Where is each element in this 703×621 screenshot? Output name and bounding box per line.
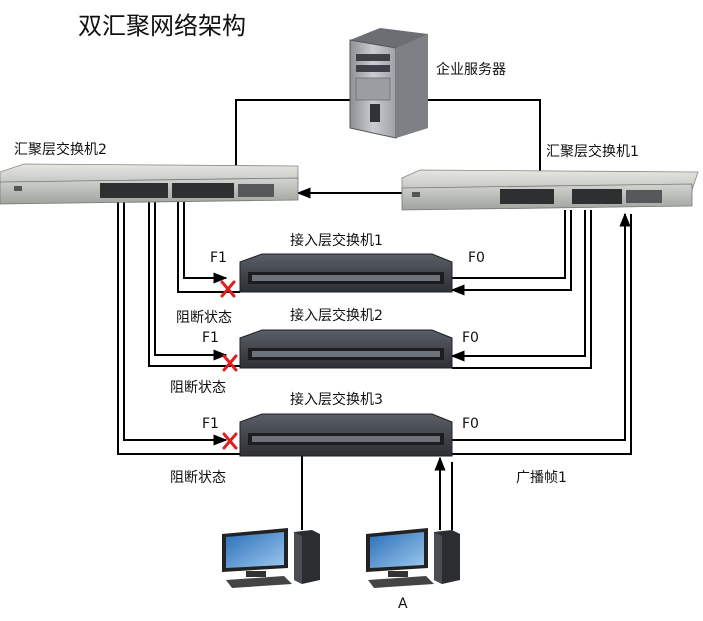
port-f0-row1: F0 bbox=[468, 250, 485, 266]
port-f1-row2: F1 bbox=[202, 330, 219, 346]
agg2-port-bank bbox=[14, 183, 274, 198]
port-f1-row3: F1 bbox=[202, 416, 219, 432]
blocked-state-row1: 阻断状态 bbox=[176, 310, 232, 326]
blocked-x-icon-row1 bbox=[220, 280, 236, 298]
link-access3-agg1-b bbox=[452, 214, 632, 455]
link-agg2-access2-b bbox=[148, 200, 240, 367]
blocked-x-icon-row3 bbox=[222, 432, 238, 450]
blocked-state-row3: 阻断状态 bbox=[170, 470, 226, 486]
tower-icon bbox=[294, 530, 320, 584]
agg-switch-1[interactable] bbox=[401, 169, 699, 211]
network-links bbox=[117, 99, 632, 530]
access-switch-3[interactable] bbox=[239, 413, 453, 457]
pc-a-label: A bbox=[398, 596, 408, 612]
tower-icon bbox=[434, 530, 460, 584]
link-server-agg2 bbox=[235, 99, 350, 192]
link-agg1-access1-b bbox=[450, 210, 572, 296]
link-agg1-access1-a bbox=[452, 210, 566, 279]
link-agg1-access2-a bbox=[450, 210, 586, 362]
access-switch-2-label: 接入层交换机2 bbox=[290, 307, 383, 324]
broadcast-frame-label: 广播帧1 bbox=[516, 470, 567, 486]
pc-a[interactable] bbox=[366, 528, 460, 588]
blocked-x-icon-row2 bbox=[222, 354, 238, 372]
port-f0-row3: F0 bbox=[462, 416, 479, 432]
monitor-icon bbox=[366, 528, 434, 588]
port-f0-row2: F0 bbox=[462, 330, 479, 346]
link-access3-agg1-a bbox=[452, 212, 631, 441]
link-agg2-access3-b bbox=[117, 200, 240, 455]
pc-left[interactable] bbox=[222, 528, 320, 588]
link-agg2-access2-a bbox=[154, 200, 228, 361]
access-switch-1-label: 接入层交换机1 bbox=[290, 232, 383, 249]
monitor-icon bbox=[222, 528, 292, 588]
page-title: 双汇聚网络架构 bbox=[78, 12, 246, 40]
agg-switch-2-label: 汇聚层交换机2 bbox=[14, 141, 107, 158]
server-label: 企业服务器 bbox=[436, 61, 506, 78]
agg1-port-bank bbox=[412, 189, 662, 204]
link-agg1-access2-b bbox=[452, 210, 592, 369]
access-switch-3-label: 接入层交换机3 bbox=[290, 391, 383, 408]
enterprise-server[interactable] bbox=[349, 28, 428, 139]
agg-switch-1-label: 汇聚层交换机1 bbox=[546, 143, 639, 160]
blocked-state-row2: 阻断状态 bbox=[170, 380, 226, 396]
link-server-agg1 bbox=[428, 99, 541, 178]
link-agg2-access1-b bbox=[177, 200, 240, 293]
link-agg2-access3-a bbox=[123, 200, 228, 446]
access-switch-1[interactable] bbox=[239, 253, 453, 293]
access-switch-2[interactable] bbox=[239, 329, 453, 369]
link-agg2-access1-a bbox=[183, 200, 228, 284]
agg-switch-2[interactable] bbox=[0, 163, 299, 205]
port-f1-row1: F1 bbox=[210, 250, 227, 266]
